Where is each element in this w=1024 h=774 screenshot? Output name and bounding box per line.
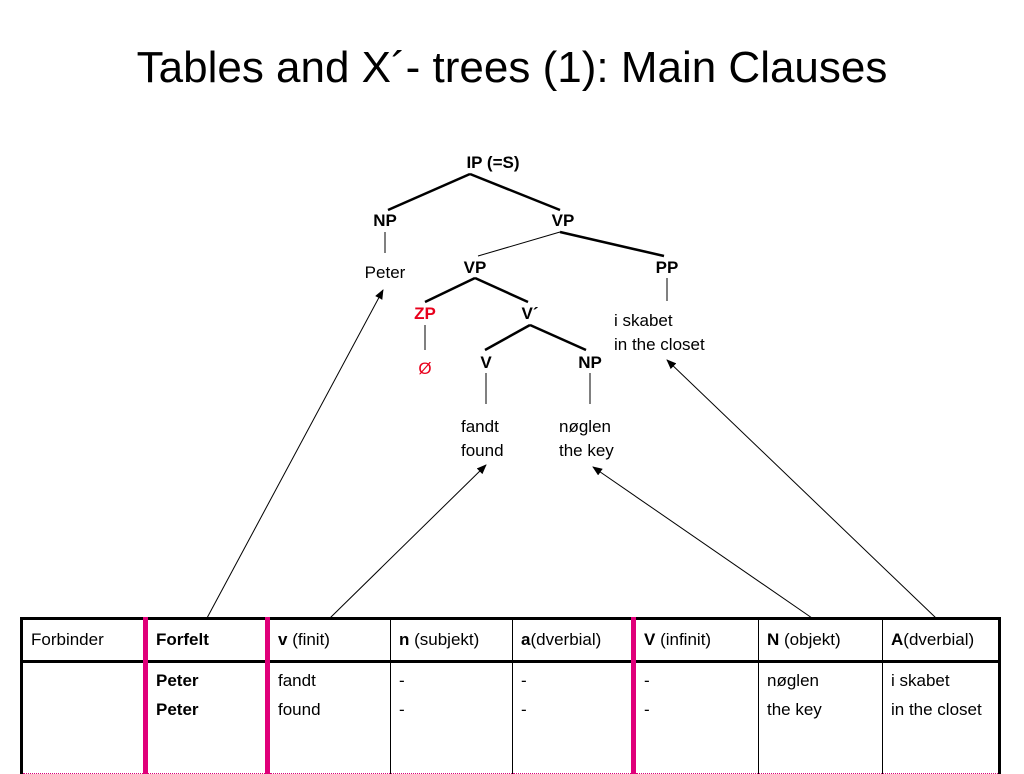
mapping-arrows	[206, 289, 937, 619]
branch-vp-vbar	[474, 276, 529, 304]
header-n-subjekt: n (subjekt)	[390, 617, 513, 663]
branch-vp-zp	[424, 276, 476, 304]
table-header-row: Forbinder Forfelt v (finit) n (subjekt) …	[20, 617, 1001, 663]
header-n-objekt: N (objekt)	[758, 617, 883, 663]
word-np-line2: the key	[559, 441, 614, 460]
node-vp-upper: VP	[552, 211, 575, 230]
word-v-line2: found	[461, 441, 504, 460]
node-pp: PP	[656, 258, 679, 277]
word-np-line1: nøglen	[559, 417, 611, 436]
header-v-finit: v (finit)	[265, 617, 391, 663]
header-forbinder: Forbinder	[20, 617, 146, 663]
header-a-dverbial: a(dverbial)	[512, 617, 634, 663]
header-a-dverbial-2: A(dverbial)	[882, 617, 1001, 663]
word-zp-null: Ø	[418, 359, 431, 378]
arrow-vfinit-to-fandt	[329, 464, 487, 619]
branch-ip-vp	[469, 172, 561, 212]
cell-v-infinit: --	[631, 661, 759, 774]
node-v: V	[480, 353, 492, 372]
header-v-infinit: V (infinit)	[631, 617, 759, 663]
node-np-object: NP	[578, 353, 602, 372]
word-peter: Peter	[365, 263, 406, 282]
header-forfelt: Forfelt	[143, 617, 268, 663]
branch-vp-vp	[477, 231, 561, 257]
branch-ip-np	[387, 172, 471, 212]
cell-n-subjekt: --	[390, 661, 513, 774]
branch-vbar-np	[529, 323, 587, 352]
word-pp-line1: i skabet	[614, 311, 673, 330]
node-np-subject: NP	[373, 211, 397, 230]
tree-branches	[384, 172, 668, 404]
branch-vbar-v	[484, 323, 531, 352]
arrow-adverbial-to-pp	[666, 359, 937, 619]
branch-vp-pp	[559, 230, 665, 258]
word-v-line1: fandt	[461, 417, 499, 436]
node-ip: IP (=S)	[466, 153, 519, 172]
cell-forbinder	[20, 661, 146, 774]
arrow-nobjekt-to-noglen	[592, 466, 813, 619]
node-vp-lower: VP	[464, 258, 487, 277]
node-v-bar: V´	[522, 304, 539, 323]
cell-a-dverbial: --	[512, 661, 634, 774]
arrow-forfelt-to-peter	[206, 289, 384, 619]
slide-title: Tables and X´- trees (1): Main Clauses	[136, 43, 888, 92]
word-pp-line2: in the closet	[614, 335, 705, 354]
clause-table: Forbinder Forfelt v (finit) n (subjekt) …	[20, 617, 1001, 774]
node-zp: ZP	[414, 304, 436, 323]
